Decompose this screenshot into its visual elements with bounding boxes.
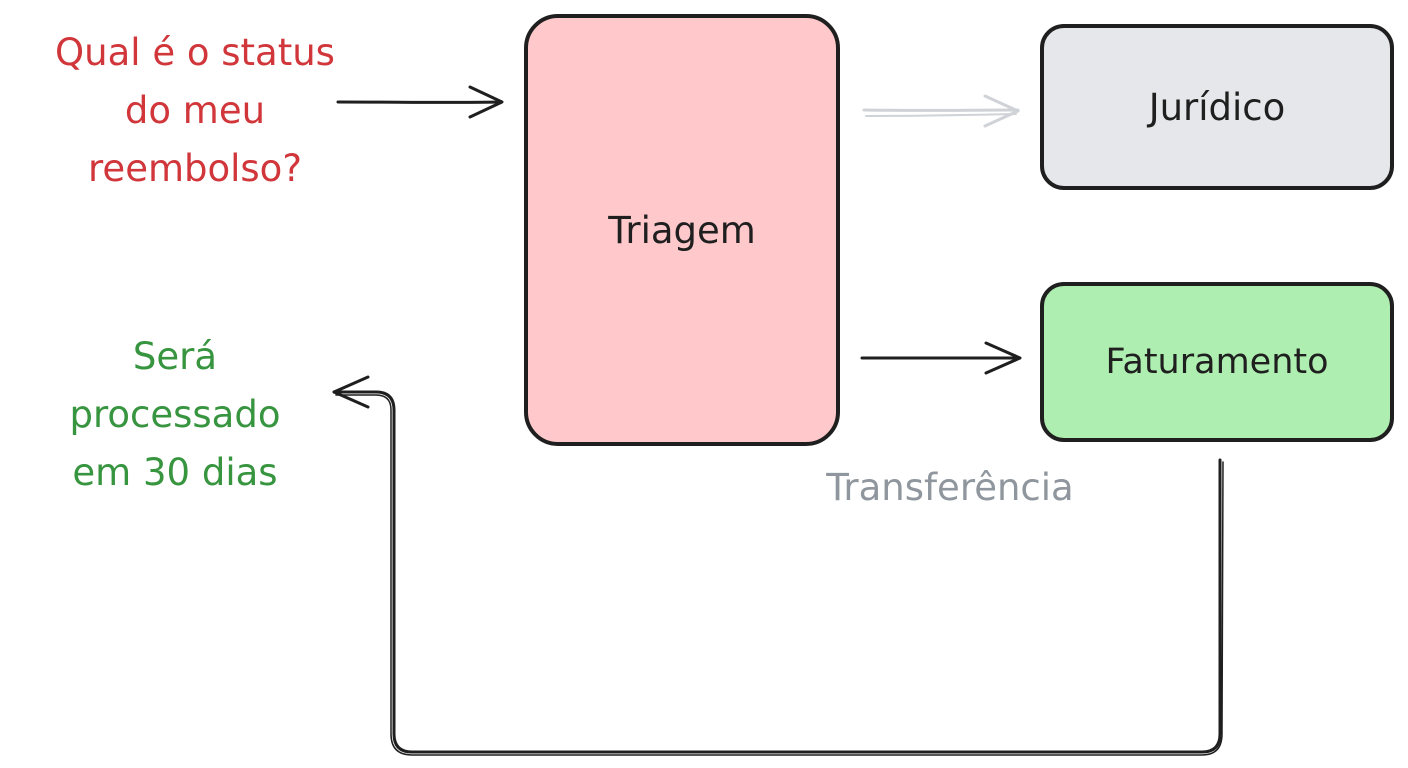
answer-line: em 30 dias (72, 451, 278, 494)
question-line: do meu (124, 89, 266, 132)
answer-line: processado (69, 393, 281, 436)
node-faturamento: Faturamento (1040, 282, 1394, 442)
arrow-triagem-to-faturamento (860, 341, 1022, 375)
node-faturamento-label: Faturamento (1105, 342, 1329, 382)
node-juridico-label: Jurídico (1148, 85, 1286, 129)
edge-label-transferencia: Transferência (826, 466, 1074, 509)
node-triagem-label: Triagem (608, 208, 756, 252)
arrow-triagem-to-juridico (862, 94, 1020, 128)
question-line: reembolso? (88, 147, 302, 190)
question-line: Qual é o status (55, 31, 335, 74)
node-juridico: Jurídico (1040, 24, 1394, 190)
node-triagem: Triagem (524, 14, 840, 446)
answer-line: Será (132, 335, 218, 378)
customer-question: Qual é o status do meu reembolso? (0, 24, 390, 198)
system-answer: Será processado em 30 dias (20, 328, 330, 502)
